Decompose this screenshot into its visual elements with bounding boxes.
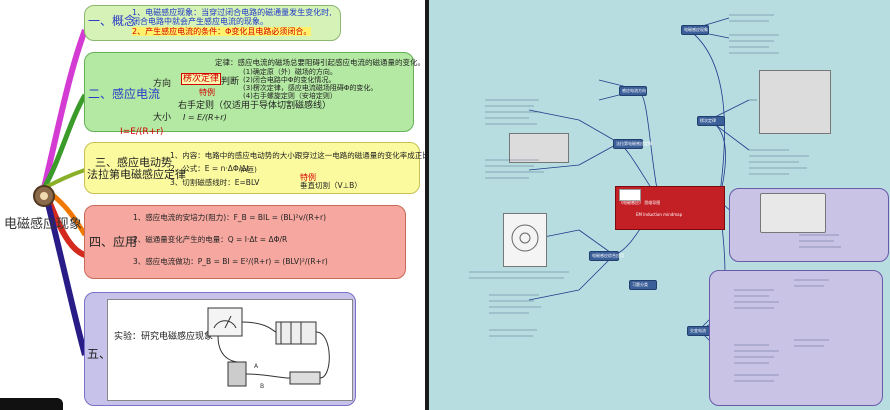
judge-step-2: (2)闭合电路中Φ的变化情况。 — [243, 76, 336, 84]
thumbnail-image-1 — [759, 70, 831, 134]
faraday-heading: 法拉第电磁感应定律 — [87, 168, 186, 181]
central-title: 《电磁感应》 思维导图 — [619, 200, 661, 205]
svg-text:A: A — [254, 363, 259, 370]
branch-node-6[interactable]: 电磁感应综合应用 — [589, 251, 624, 261]
concept-line-1: 1、电磁感应现象：当穿过闭合电路的磁通量发生变化时, — [132, 8, 332, 17]
bottom-corner-bar — [0, 398, 63, 410]
experiment-section: 五、 实验：研究电磁感应现象 A B — [84, 292, 356, 406]
concept-heading: 一、概念 — [88, 14, 137, 28]
judge-label: 判断 — [221, 77, 240, 87]
experiment-apparatus-image: A B — [207, 307, 330, 390]
vertical-cut-label: 垂直切割（V⊥B） — [300, 181, 362, 190]
left-mindmap-panel: 电磁感应现象 一、概念 1、电磁感应现象：当穿过闭合电路的磁通量发生变化时, 闭… — [0, 0, 425, 410]
emf-section: 三、感应电动势 法拉第电磁感应定律 1、内容：电路中的感应电动势的大小跟穿过这一… — [84, 142, 425, 194]
thumbnail-image-3 — [503, 213, 547, 267]
magnitude-label: 大小 — [153, 113, 172, 123]
experiment-panel: 实验：研究电磁感应现象 A B — [107, 299, 353, 401]
application-item-2: 2、磁通量变化产生的电量：Q = I·Δt = ΔΦ/R — [133, 235, 288, 244]
branch-formula: I=E/(R+r) — [120, 127, 164, 137]
induced-current-section: 二、感应电流 方向 楞次定律 定律：感应电流的磁场总要阻碍引起感应电流的磁通量的… — [84, 52, 425, 132]
experiment-label: 实验：研究电磁感应现象 — [114, 332, 214, 342]
special-case-label-2: 特例 — [300, 173, 316, 182]
branch-node-3[interactable]: 楞次定律 — [697, 116, 725, 126]
fine-print-lines — [469, 14, 841, 382]
right-hand-rule-text: 右手定则（仅适用于导体切割磁感线） — [178, 101, 332, 111]
branch-node-8-label: 习题分类 — [632, 282, 648, 287]
experiment-heading: 五、 — [87, 347, 112, 361]
root-label: 电磁感应现象 — [4, 217, 83, 232]
panel-divider — [425, 0, 429, 410]
central-logo — [619, 189, 641, 201]
purple-topic-block-1 — [729, 188, 889, 262]
concept-line-2: 闭合电路中就会产生感应电流的现象。 — [132, 17, 268, 26]
emf-item-1: 1、内容：电路中的感应电动势的大小跟穿过这一电路的磁通量的变化率成正比 — [170, 151, 425, 160]
thumbnail-image-2 — [509, 133, 569, 163]
concept-section: 一、概念 1、电磁感应现象：当穿过闭合电路的磁通量发生变化时, 闭合电路中就会产… — [84, 5, 341, 41]
lenz-law-text: 定律：感应电流的磁场总要阻碍引起感应电流的磁通量的变化。 — [215, 58, 425, 67]
coil-diagram-icon — [511, 224, 539, 252]
svg-text:B: B — [260, 383, 264, 390]
branch-node-1[interactable]: 电磁感应现象 — [681, 25, 709, 35]
direction-label: 方向 — [153, 79, 172, 89]
branch-node-1-label: 电磁感应现象 — [684, 27, 708, 32]
judge-step-4: (4)右手螺旋定则（安培定则） — [243, 92, 337, 100]
branch-node-6-label: 电磁感应综合应用 — [592, 253, 624, 258]
application-heading: 四、应用 — [89, 235, 138, 249]
branch-node-4-label: 法拉第电磁感应定律 — [616, 141, 652, 146]
purple-topic-block-2 — [709, 270, 883, 406]
branch-node-8[interactable]: 习题分类 — [629, 280, 657, 290]
application-section: 四、应用 1、感应电流的安培力(阻力)：F_B = BIL = (BL)²v/(… — [84, 205, 406, 279]
central-subtitle: EM Induction mindmap — [636, 212, 683, 217]
purple-block-image-1 — [760, 193, 826, 233]
branch-node-2[interactable]: 感应电流方向 — [619, 86, 647, 96]
right-mindmap-panel: 《电磁感应》 思维导图 EM Induction mindmap 电磁感应现象 … — [429, 0, 890, 410]
lenz-law-tag: 楞次定律 — [181, 73, 222, 86]
current-formula: I = E/(R+r) — [183, 113, 227, 122]
application-item-1: 1、感应电流的安培力(阻力)：F_B = BIL = (BL)²v/(R+r) — [133, 213, 327, 222]
emf-heading: 三、感应电动势 — [95, 156, 172, 169]
judge-step-1: (1)确定原（外）磁场的方向。 — [243, 68, 337, 76]
branch-node-4[interactable]: 法拉第电磁感应定律 — [613, 139, 652, 149]
judge-step-3: (3)楞次定律，感应电流磁场阻碍Φ的变化。 — [243, 84, 378, 92]
branch-node-3-label: 楞次定律 — [700, 118, 716, 123]
induced-current-heading: 二、感应电流 — [88, 87, 161, 101]
central-topic[interactable]: 《电磁感应》 思维导图 EM Induction mindmap — [615, 186, 725, 230]
emf-item-3: 3、切割磁感线时：E=BLV — [170, 178, 260, 187]
branch-node-7-label: 交变电流 — [690, 328, 706, 333]
application-item-3: 3、感应电流做功：P_B = BI = E²/(R+r) = (BLV)²/(R… — [133, 257, 328, 266]
concept-line-3: 2、产生感应电流的条件：Φ变化且电路必须闭合。 — [132, 27, 312, 37]
emf-item-2: 2、公式：E = n·ΔΦ/Δt — [170, 164, 250, 173]
left-branch-lines — [33, 28, 88, 356]
emf-n-note: (n匝) — [240, 166, 257, 174]
special-case-label-1: 特例 — [199, 88, 215, 97]
branch-node-2-label: 感应电流方向 — [622, 88, 646, 93]
